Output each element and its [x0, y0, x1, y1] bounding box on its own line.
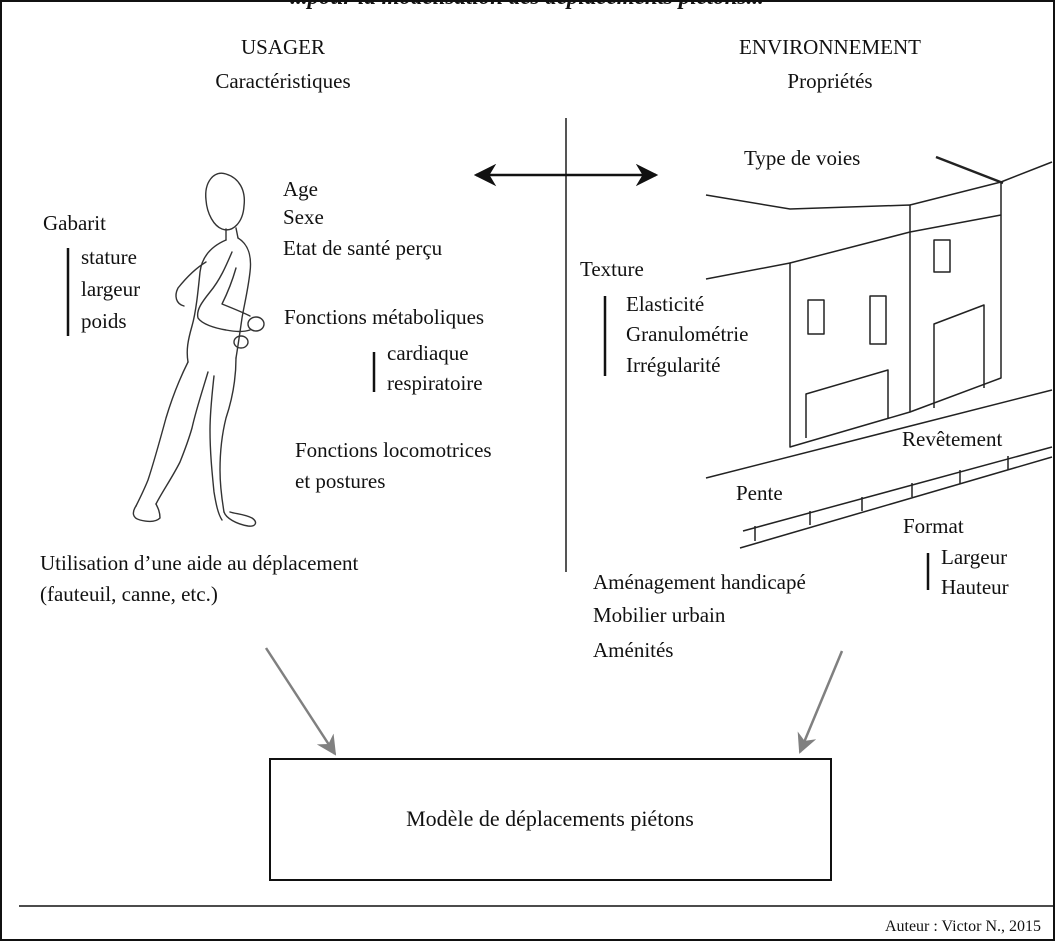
right-input-arrow [797, 650, 844, 754]
aid-line-1: Utilisation d’une aide au déplacement [40, 551, 359, 575]
attribute-age: Age [283, 177, 318, 201]
model-box-label: Modèle de déplacements piétons [406, 806, 694, 831]
format-hauteur: Hauteur [941, 575, 1009, 599]
left-input-arrow [264, 647, 337, 756]
metabolic-respiratoire: respiratoire [387, 371, 483, 395]
locomotion-line-1: Fonctions locomotrices [295, 438, 492, 462]
gabarit-stature: stature [81, 245, 137, 269]
model-box [269, 758, 832, 881]
texture-elasticite: Elasticité [626, 292, 704, 316]
gabarit-poids: poids [81, 309, 127, 333]
gabarit-largeur: largeur [81, 277, 140, 301]
texture-granulometrie: Granulométrie [626, 322, 748, 346]
metabolic-cardiaque: cardiaque [387, 341, 469, 365]
aid-line-2: (fauteuil, canne, etc.) [40, 582, 218, 606]
revetement-label: Revêtement [902, 427, 1002, 451]
mobilier-urbain: Mobilier urbain [593, 603, 726, 627]
texture-irregularite: Irrégularité [626, 353, 720, 377]
left-subheading: Caractéristiques [215, 69, 350, 93]
amenites: Aménités [593, 638, 673, 662]
street-buildings-illustration [705, 155, 1053, 549]
pente-label: Pente [736, 481, 783, 505]
left-heading: USAGER [241, 35, 325, 59]
credit-text: Auteur : Victor N., 2015 [885, 918, 1041, 935]
texture-label: Texture [580, 257, 644, 281]
amenagement-handicape: Aménagement handicapé [593, 570, 806, 594]
attribute-sexe: Sexe [283, 205, 324, 229]
figure-title: ...pour la modélisation des déplacements… [290, 0, 763, 9]
right-heading: ENVIRONNEMENT [739, 35, 921, 59]
locomotion-line-2: et postures [295, 469, 385, 493]
metabolic-label: Fonctions métaboliques [284, 305, 484, 329]
walking-person-illustration [132, 172, 265, 527]
format-label: Format [903, 514, 964, 538]
type-de-voies: Type de voies [744, 146, 860, 170]
gabarit-label: Gabarit [43, 211, 106, 235]
format-largeur: Largeur [941, 545, 1007, 569]
attribute-sante: Etat de santé perçu [283, 236, 443, 260]
right-subheading: Propriétés [787, 69, 872, 93]
